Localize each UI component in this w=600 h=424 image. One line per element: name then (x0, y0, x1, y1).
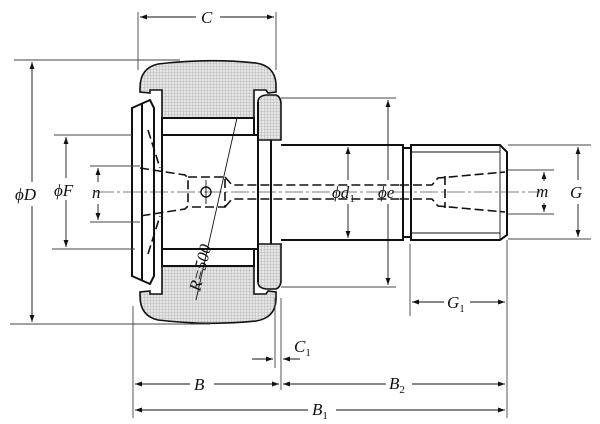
dim-F-label: ϕF (54, 181, 74, 200)
dim-G1-label: G1 (447, 293, 465, 315)
dim-B-label: B (194, 375, 205, 394)
dim-e-label: ϕe (378, 183, 395, 202)
hidden-diag-top (147, 129, 161, 169)
outer-ring-top (139, 59, 277, 119)
hex-socket-top (400, 171, 506, 186)
dim-n-label: n (92, 183, 101, 202)
oil-hole-bore-top (224, 176, 400, 186)
radius-leader (195, 117, 238, 301)
dim-C-label: C (201, 8, 213, 27)
side-plate-bottom (257, 243, 282, 290)
shaft-groove (402, 147, 412, 238)
dim-G-label: G (570, 183, 582, 202)
hidden-diag-bottom (147, 215, 161, 255)
dim-m-label: m (536, 182, 548, 201)
dim-B2-label: B2 (389, 374, 405, 396)
oil-hole-hidden-mid (188, 176, 226, 208)
needle-roller-top (161, 117, 255, 136)
stud-flange (131, 98, 155, 286)
dim-B1-label: B1 (312, 400, 328, 422)
hex-socket-bottom (400, 198, 506, 213)
threaded-section (410, 144, 508, 241)
outer-ring-bottom (139, 265, 277, 325)
dim-d1-label: ϕd1 (332, 183, 355, 205)
dim-D-label: ϕD (15, 185, 37, 204)
dim-C1-label: C1 (294, 337, 311, 359)
oil-hole-bore-bottom (224, 198, 400, 208)
side-plate-top (257, 94, 282, 141)
